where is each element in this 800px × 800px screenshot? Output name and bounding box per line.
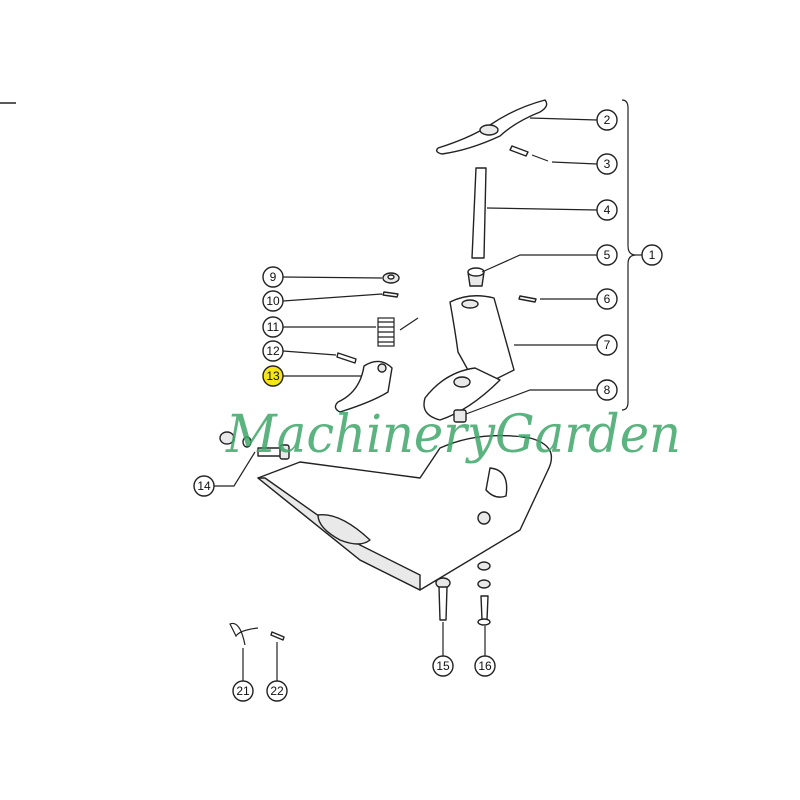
shaft-4	[471, 167, 487, 259]
svg-text:5: 5	[604, 248, 611, 262]
pin-22	[270, 631, 285, 641]
svg-text:9: 9	[270, 270, 277, 284]
svg-text:6: 6	[604, 292, 611, 306]
callout-7[interactable]: 7	[596, 334, 618, 356]
callout-3[interactable]: 3	[596, 153, 618, 175]
svg-text:13: 13	[266, 369, 280, 383]
latch-13	[334, 360, 393, 413]
svg-text:16: 16	[478, 659, 492, 673]
svg-text:3: 3	[604, 157, 611, 171]
callout-21[interactable]: 21	[232, 680, 254, 702]
callout-8[interactable]: 8	[596, 379, 618, 401]
callout-22[interactable]: 22	[266, 680, 288, 702]
callout-9[interactable]: 9	[262, 266, 284, 288]
callout-11[interactable]: 11	[262, 316, 284, 338]
svg-text:1: 1	[649, 248, 656, 262]
bolt-14	[219, 431, 290, 460]
callout-4[interactable]: 4	[596, 199, 618, 221]
svg-text:21: 21	[236, 684, 250, 698]
leader-lines	[214, 117, 598, 681]
callout-1[interactable]: 1	[641, 244, 663, 266]
screw-15	[435, 577, 451, 621]
callout-15[interactable]: 15	[432, 655, 454, 677]
callout-12[interactable]: 12	[262, 340, 284, 362]
screw-16	[477, 561, 491, 626]
svg-text:12: 12	[266, 344, 280, 358]
svg-text:7: 7	[604, 338, 611, 352]
callout-10[interactable]: 10	[262, 290, 284, 312]
pin-12	[336, 352, 357, 364]
watermark-text: MachineryGarden	[225, 405, 681, 465]
callout-13-highlighted[interactable]: 13	[262, 365, 284, 387]
pin-6	[518, 295, 537, 303]
spring-11	[377, 317, 419, 347]
base-plate	[257, 434, 553, 591]
washer-9	[382, 272, 400, 284]
svg-text:22: 22	[270, 684, 284, 698]
clip-21	[229, 622, 259, 646]
svg-text:10: 10	[266, 294, 280, 308]
callout-16[interactable]: 16	[474, 655, 496, 677]
nut-8	[453, 409, 467, 423]
svg-text:11: 11	[267, 320, 280, 334]
bracket-7	[423, 295, 515, 421]
bushing-5	[467, 267, 485, 287]
pin-10	[382, 291, 399, 298]
callout-14[interactable]: 14	[193, 475, 215, 497]
svg-text:2: 2	[604, 113, 611, 127]
svg-text:15: 15	[436, 659, 450, 673]
callout-6[interactable]: 6	[596, 288, 618, 310]
pin-3	[509, 145, 549, 162]
svg-text:4: 4	[604, 203, 611, 217]
svg-text:8: 8	[604, 383, 611, 397]
group-bracket	[621, 99, 637, 411]
handle-lever	[435, 99, 548, 155]
callout-5[interactable]: 5	[596, 244, 618, 266]
callout-2[interactable]: 2	[596, 109, 618, 131]
svg-text:14: 14	[197, 479, 211, 493]
